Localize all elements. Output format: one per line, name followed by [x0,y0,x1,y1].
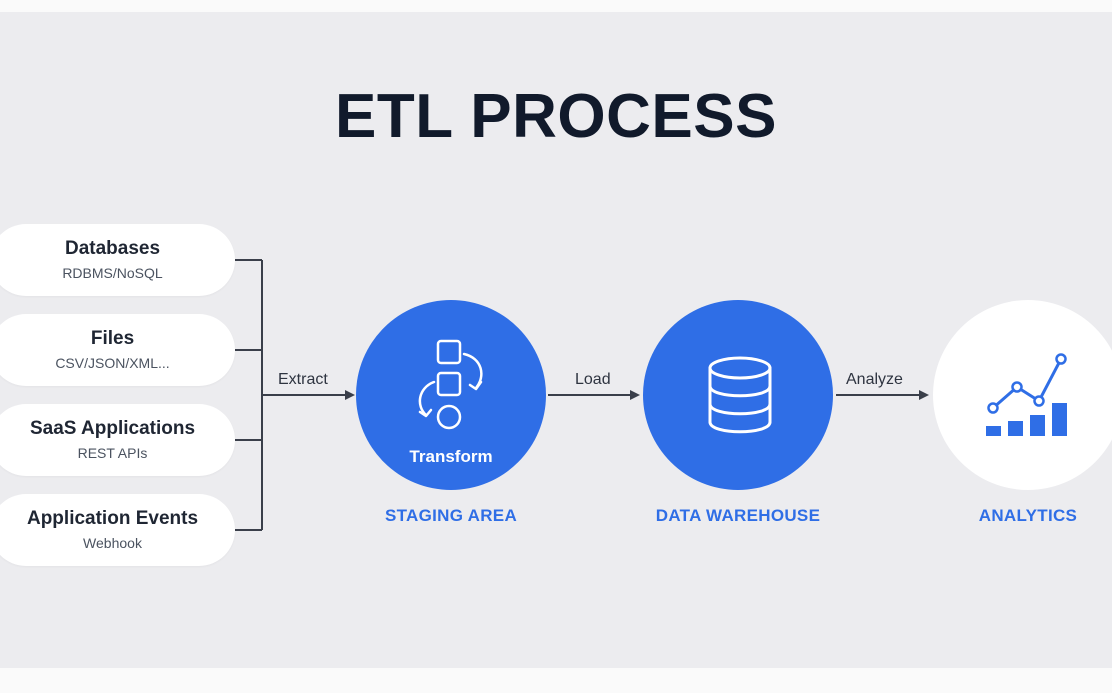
source-databases: Databases RDBMS/NoSQL [0,224,235,296]
source-subtitle: Webhook [83,535,142,551]
extract-label: Extract [278,371,328,388]
source-subtitle: REST APIs [77,445,148,461]
data-warehouse-caption: DATA WAREHOUSE [655,506,821,525]
transform-icon [418,339,483,430]
database-icon [708,356,772,434]
source-files: Files CSV/JSON/XML... [0,314,235,386]
analytics-caption: ANALYTICS [978,506,1078,525]
source-saas-applications: SaaS Applications REST APIs [0,404,235,476]
source-name: Application Events [26,508,199,530]
source-name: SaaS Applications [29,418,196,440]
data-warehouse-node [643,300,833,490]
analyze-label: Analyze [846,371,903,388]
staging-area-node: Transform [356,300,546,490]
source-subtitle: CSV/JSON/XML... [55,355,170,371]
staging-area-caption: STAGING AREA [384,506,518,525]
analytics-node [933,300,1112,490]
source-application-events: Application Events Webhook [0,494,235,566]
page-title: ETL PROCESS [335,82,777,151]
analytics-chart-icon [986,353,1067,436]
transform-label: Transform [409,447,493,466]
source-subtitle: RDBMS/NoSQL [62,265,163,281]
source-name: Files [90,328,135,350]
source-name: Databases [64,238,161,260]
load-label: Load [575,371,611,388]
